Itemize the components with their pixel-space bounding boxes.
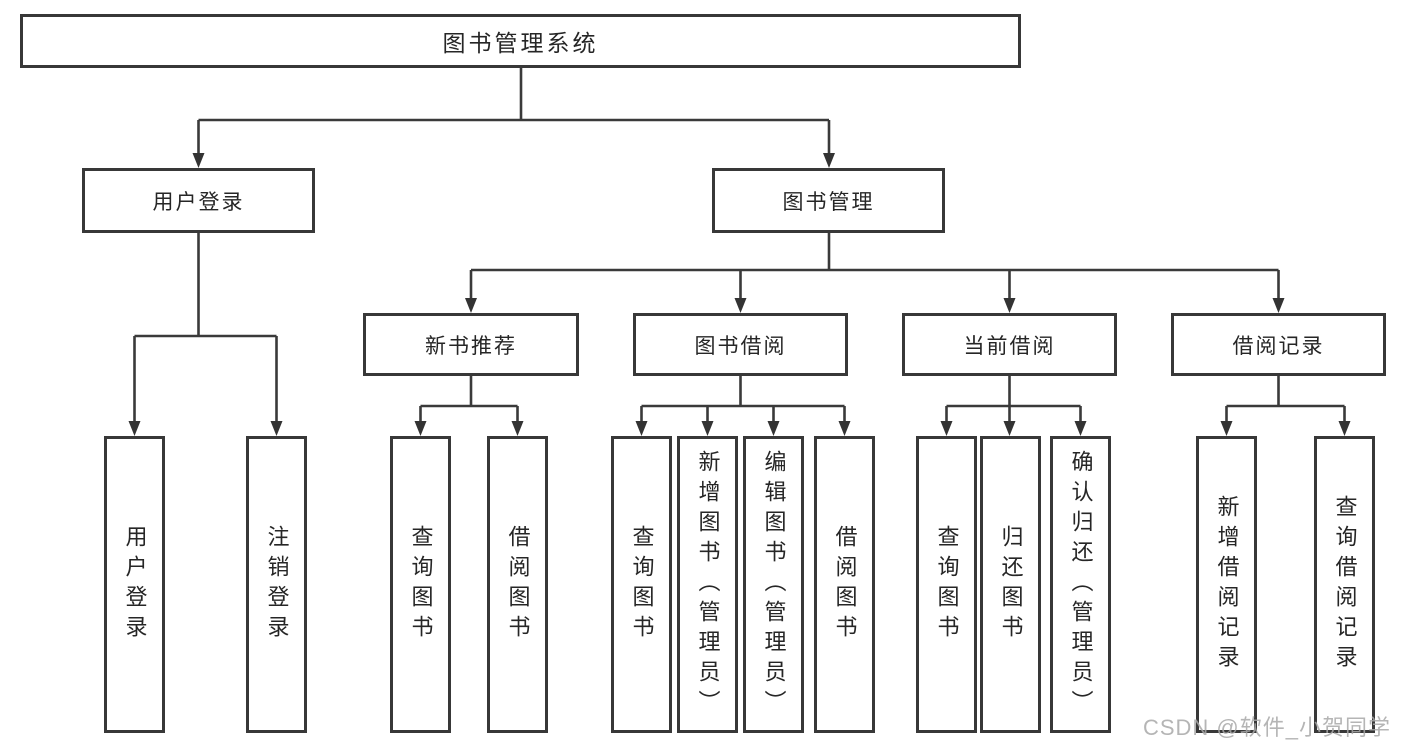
node-add-books-admin: 新增图书（管理员） — [677, 436, 738, 733]
node-book-borrowing: 图书借阅 — [633, 313, 848, 376]
node-label: 图书借阅 — [694, 334, 787, 358]
node-label: 归还图书 — [998, 524, 1024, 645]
node-label: 新增图书（管理员） — [695, 449, 721, 720]
node-label: 新增借阅记录 — [1214, 494, 1240, 675]
node-user-login-action: 用户登录 — [104, 436, 165, 733]
node-new-book-recommend: 新书推荐 — [363, 313, 579, 376]
node-user-login: 用户登录 — [82, 168, 315, 233]
node-book-management: 图书管理 — [712, 168, 945, 233]
node-borrowing-borrow-books: 借阅图书 — [814, 436, 875, 733]
node-borrowing-records: 借阅记录 — [1171, 313, 1386, 376]
node-label: 确认归还（管理员） — [1068, 449, 1094, 720]
node-label: 注销登录 — [264, 524, 290, 645]
node-return-books: 归还图书 — [980, 436, 1041, 733]
node-label: 当前借阅 — [963, 334, 1056, 358]
node-label: 查询借阅记录 — [1332, 494, 1358, 675]
node-label: 借阅图书 — [505, 524, 531, 645]
node-label: 用户登录 — [152, 190, 245, 214]
node-current-borrowing: 当前借阅 — [902, 313, 1117, 376]
node-label: 借阅记录 — [1232, 334, 1325, 358]
node-borrowing-query-books: 查询图书 — [611, 436, 672, 733]
node-query-borrow-record: 查询借阅记录 — [1314, 436, 1375, 733]
node-label: 查询图书 — [408, 524, 434, 645]
node-recommend-borrow-books: 借阅图书 — [487, 436, 548, 733]
node-label: 查询图书 — [629, 524, 655, 645]
node-label: 图书管理系统 — [442, 30, 599, 56]
node-label: 图书管理 — [782, 190, 875, 214]
node-label: 新书推荐 — [425, 334, 517, 358]
node-library-management-system: 图书管理系统 — [20, 14, 1021, 68]
edge-lines — [133, 68, 1346, 421]
node-confirm-return-admin: 确认归还（管理员） — [1050, 436, 1111, 733]
node-label: 编辑图书（管理员） — [761, 449, 787, 720]
node-edit-books-admin: 编辑图书（管理员） — [743, 436, 804, 733]
csdn-watermark: CSDN @软件_小贺同学 — [1142, 715, 1391, 740]
node-logout: 注销登录 — [246, 436, 307, 733]
node-current-query-books: 查询图书 — [916, 436, 977, 733]
node-recommend-query-books: 查询图书 — [390, 436, 451, 733]
node-label: 用户登录 — [122, 524, 148, 645]
node-label: 借阅图书 — [832, 524, 858, 645]
node-add-borrow-record: 新增借阅记录 — [1196, 436, 1257, 733]
node-label: 查询图书 — [934, 524, 960, 645]
